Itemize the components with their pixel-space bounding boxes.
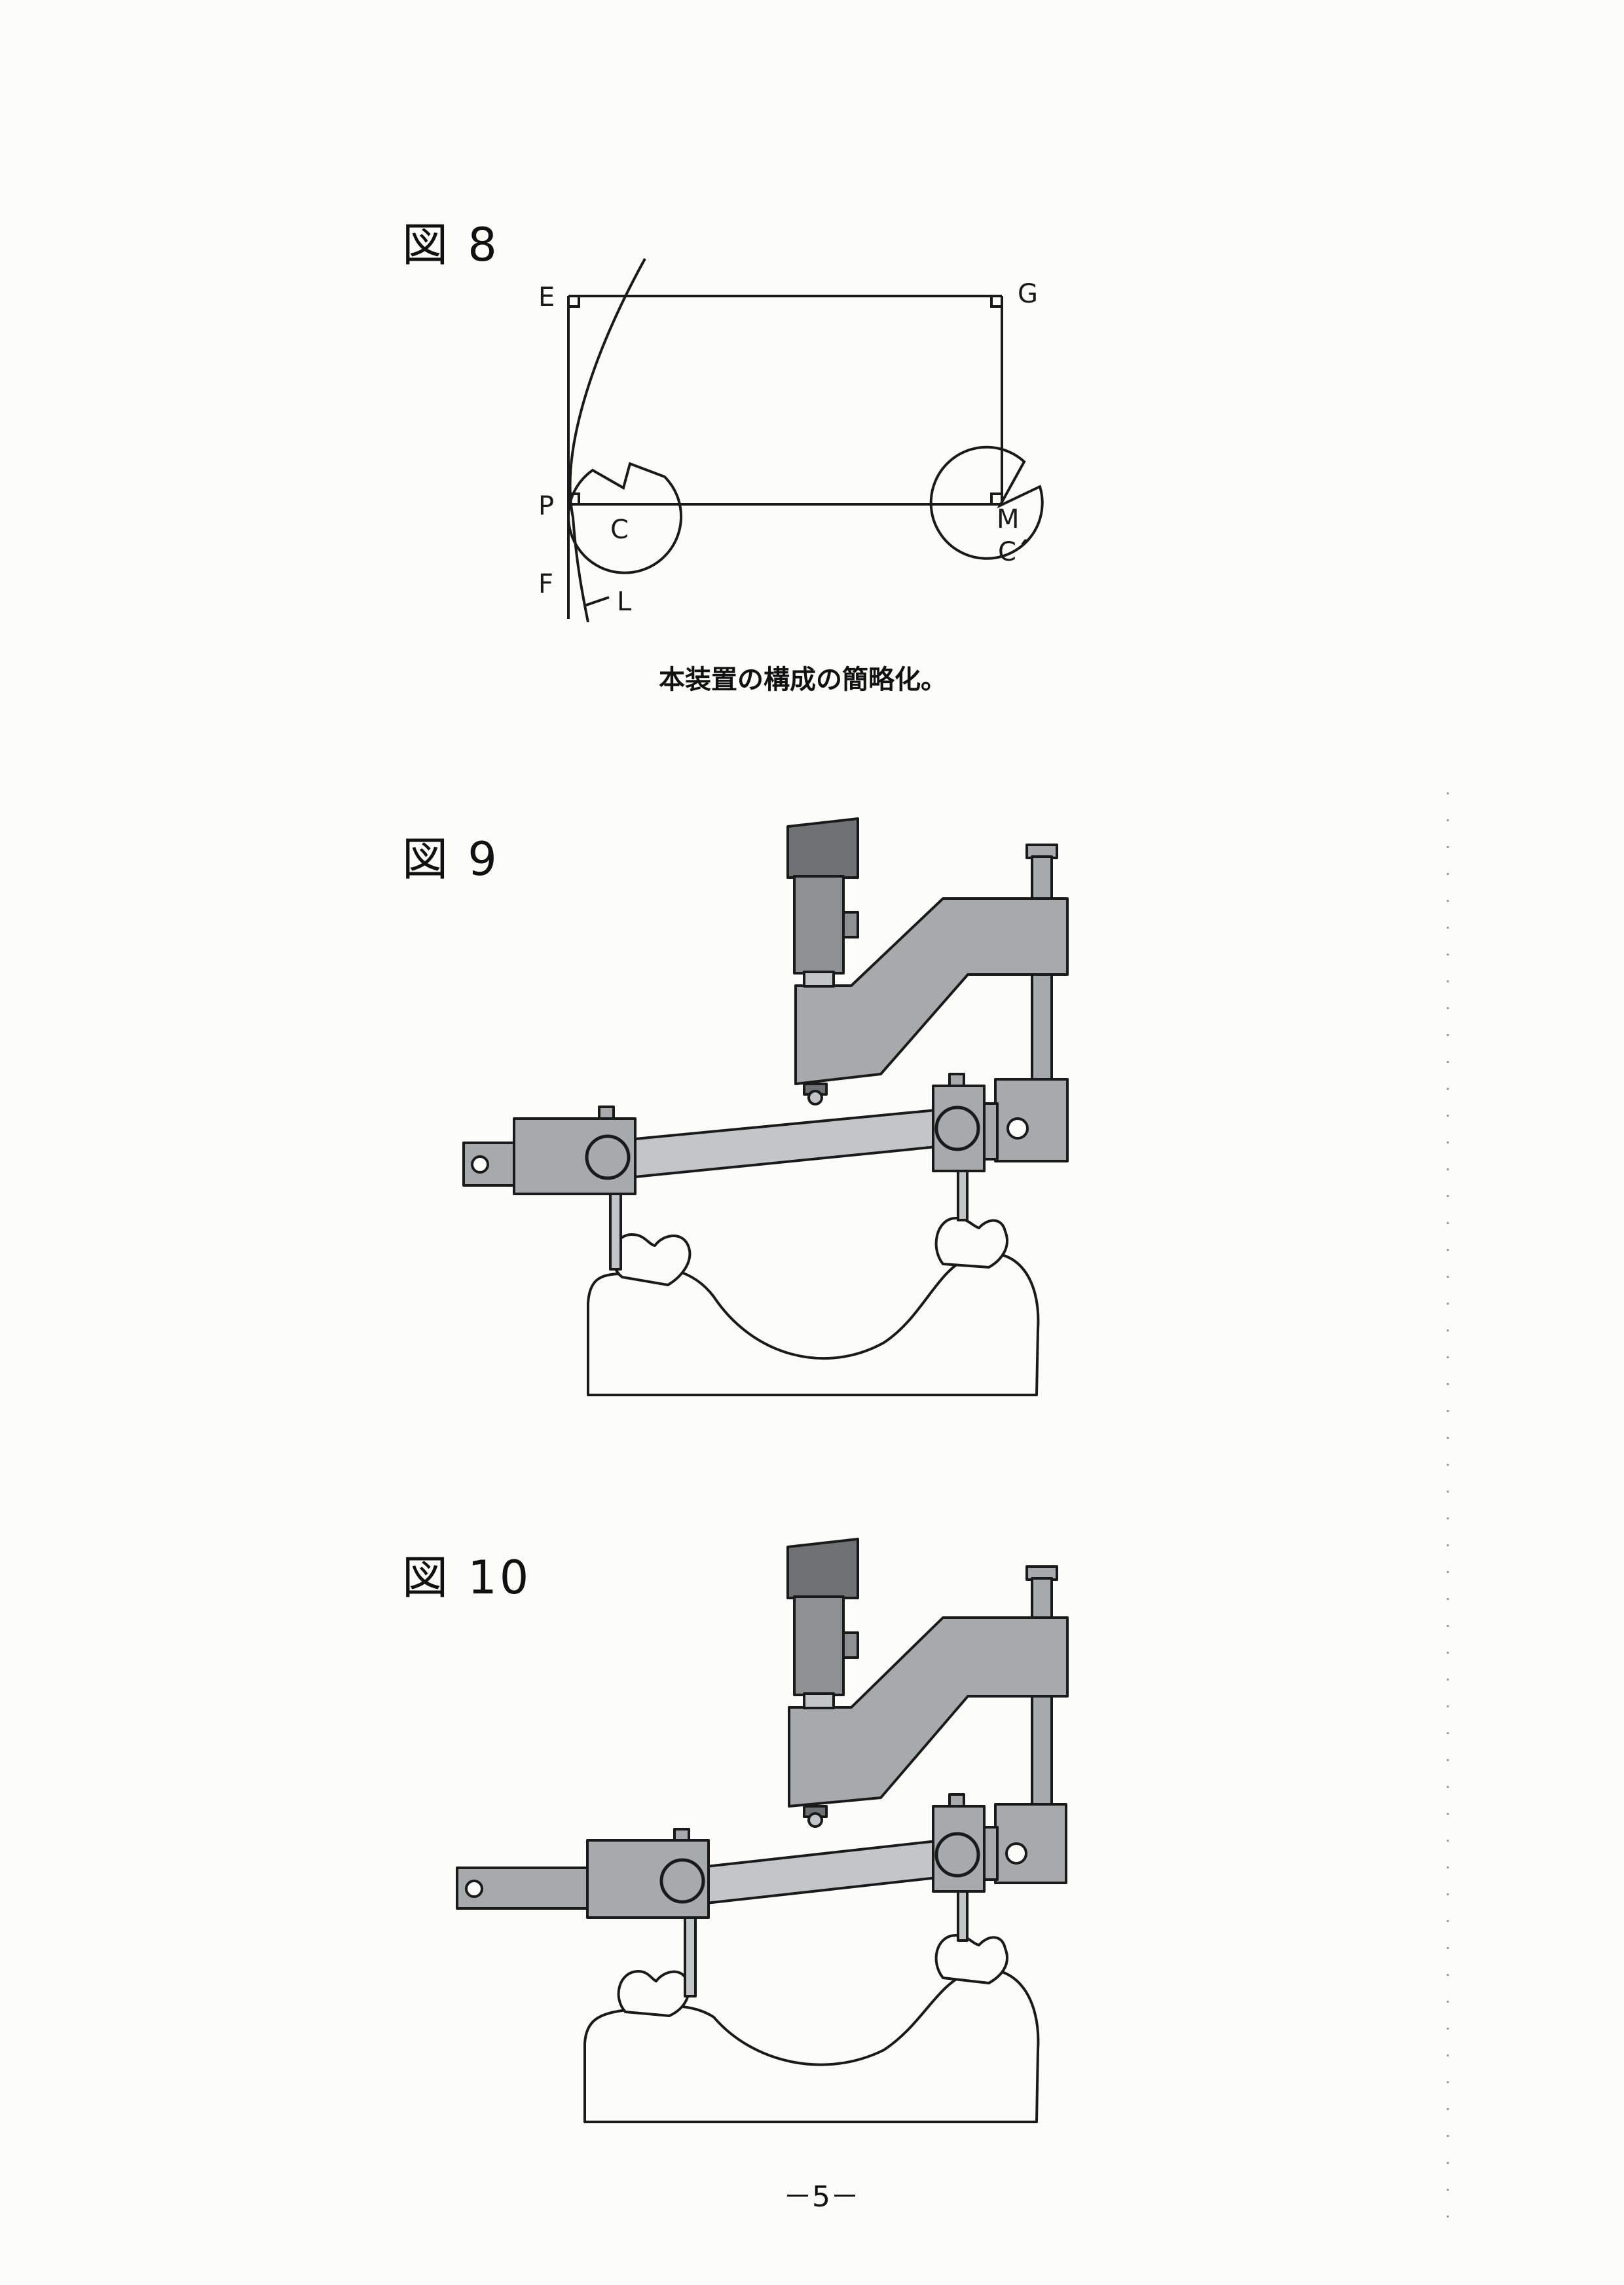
right-angle-e <box>568 296 580 308</box>
tooth-right <box>934 1934 1008 1984</box>
post-clamp <box>994 1078 1069 1162</box>
figure-9-title: 図 9 <box>402 832 500 886</box>
figure-10-title: 図 10 <box>402 1551 532 1605</box>
indicator-neck <box>803 971 835 988</box>
figure-8-title: 図 8 <box>402 218 500 272</box>
label-f: F <box>538 569 553 599</box>
indicator-neck <box>803 1692 835 1709</box>
label-m: M <box>997 504 1020 534</box>
indicator-cylinder <box>793 875 845 975</box>
indicator-head <box>786 1538 859 1599</box>
label-g: G <box>1018 279 1038 309</box>
indicator-knob <box>842 1631 859 1659</box>
right-clamp-ring <box>934 1832 980 1878</box>
right-pin <box>957 1890 969 1942</box>
tooth-right <box>934 1217 1008 1269</box>
scan-edge-marks <box>1447 792 1449 2227</box>
tooth-left <box>617 1970 690 2017</box>
label-c: C <box>610 515 629 545</box>
upper-arm <box>794 897 1069 1085</box>
post-clamp-hole <box>1005 1842 1027 1865</box>
post-spacer <box>983 1102 999 1161</box>
left-clamp-ring <box>659 1858 705 1904</box>
sector-c-prime <box>929 445 1044 560</box>
leader-l <box>583 596 610 607</box>
stylus-ball <box>807 1812 823 1828</box>
figure-9-apparatus <box>462 817 1069 1396</box>
label-c-prime: C´ <box>998 537 1029 567</box>
right-clamp-ring <box>934 1105 980 1151</box>
page-number: －5－ <box>783 2180 859 2214</box>
figure-8-diagram: E G P F L C M C´ <box>538 258 1044 623</box>
post-clamp <box>994 1803 1067 1884</box>
left-pin <box>609 1193 622 1271</box>
post-spacer <box>983 1826 999 1881</box>
upper-arm <box>788 1616 1069 1808</box>
label-e: E <box>538 282 555 312</box>
stylus-ball <box>807 1090 823 1105</box>
bar-left-hole <box>471 1155 489 1174</box>
label-l: L <box>617 587 632 617</box>
bar-horizontal <box>627 1108 944 1179</box>
left-pin <box>684 1916 697 1997</box>
indicator-knob <box>842 911 859 938</box>
right-angle-m <box>990 492 1002 504</box>
indicator-head <box>786 817 859 879</box>
tooth-left <box>611 1233 692 1286</box>
bar-left-hole <box>465 1880 483 1898</box>
indicator-cylinder <box>793 1595 845 1696</box>
figure-10-apparatus <box>456 1538 1069 2123</box>
sector-c <box>567 462 683 574</box>
post-clamp-hole <box>1006 1117 1029 1140</box>
right-pin <box>957 1170 969 1221</box>
label-p: P <box>538 491 554 521</box>
right-angle-g <box>990 296 1002 308</box>
figure-8-caption: 本装置の構成の簡略化。 <box>659 665 947 695</box>
bar-horizontal <box>693 1839 944 1906</box>
left-clamp-ring <box>585 1134 631 1180</box>
base-model <box>583 1968 1040 2123</box>
curve-l <box>568 258 646 623</box>
